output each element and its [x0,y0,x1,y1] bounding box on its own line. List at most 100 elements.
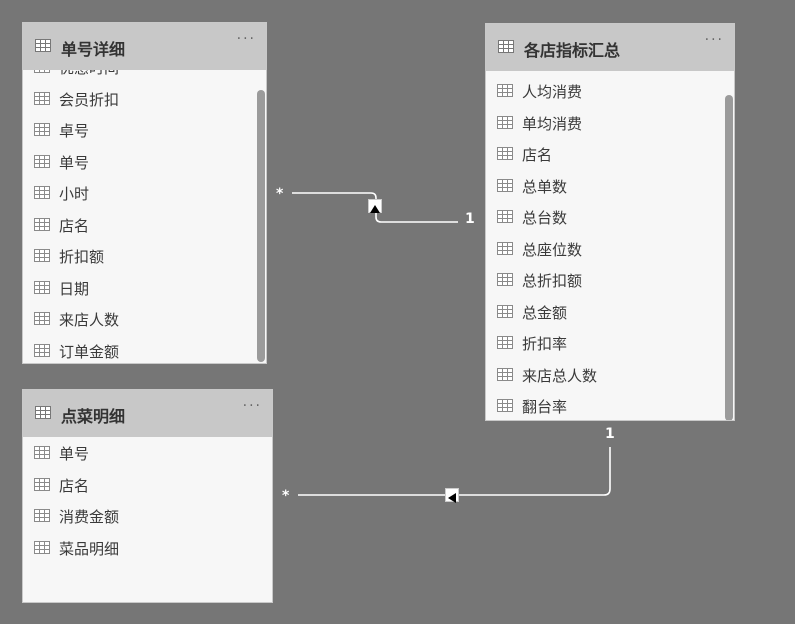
table-icon [498,40,514,53]
field-label: 店名 [59,216,90,235]
field-row[interactable]: 店名 [23,469,272,501]
field-label: 日期 [59,279,90,298]
field-label: 来店总人数 [522,366,598,385]
table-icon [34,186,50,199]
field-row[interactable]: 来店人数 [23,303,266,335]
triangle-up-icon [370,205,380,213]
table-icon [497,210,513,223]
table-title: 单号详细 [61,40,126,59]
field-row[interactable]: 卓号 [23,114,266,146]
field-label: 折扣率 [522,335,568,353]
field-row[interactable]: 折扣率 [486,327,734,359]
table-icon [497,178,513,192]
field-label: 来店人数 [59,311,120,329]
table-icon [35,406,51,419]
field-row[interactable]: 单均消费 [486,107,734,139]
table-title: 点菜明细 [61,407,126,426]
triangle-left-icon [448,493,456,503]
table-icon [497,367,513,381]
field-row[interactable]: 总座位数 [486,233,734,265]
table-icon [34,154,50,168]
relationship-line-dcmx-gdzbhz[interactable] [298,447,611,496]
field-label: 店名 [59,476,90,495]
table-icon [497,336,513,349]
field-row[interactable]: 总折扣额 [486,264,734,296]
field-row[interactable]: 菜品明细 [23,532,272,564]
table-header[interactable]: 点菜明细 ··· [23,390,272,437]
field-label: 折扣额 [59,248,105,266]
table-icon [34,217,50,231]
field-row[interactable]: 人均消费 [486,75,734,107]
field-row-partial[interactable]: 优惠时间 [23,70,266,83]
table-header[interactable]: 各店指标汇总 ··· [486,24,734,71]
field-label: 菜品明细 [59,539,120,558]
table-icon [34,249,50,262]
table-icon [34,446,50,459]
table-icon [497,304,513,318]
table-icon [34,509,50,522]
field-row[interactable]: 总单数 [486,170,734,202]
more-options-icon[interactable]: ··· [236,31,256,47]
field-label: 订单金额 [59,342,120,361]
filter-direction-arrow-left[interactable] [445,488,459,503]
table-icon [34,123,50,136]
field-label: 总金额 [522,303,568,322]
field-row[interactable]: 日期 [23,272,266,304]
field-label: 小时 [59,185,90,203]
field-row[interactable]: 店名 [23,209,266,241]
table-header[interactable]: 单号详细 ··· [23,23,266,70]
field-row[interactable]: 小时 [23,177,266,209]
field-row[interactable]: 店名 [486,138,734,170]
more-options-icon[interactable]: ··· [704,32,724,48]
table-title: 各店指标汇总 [524,41,621,60]
table-icon [34,312,50,325]
field-row[interactable]: 总台数 [486,201,734,233]
field-label: 总单数 [522,177,568,196]
table-icon [34,343,50,357]
field-label: 优惠时间 [59,70,119,78]
field-list[interactable]: 单号店名消费金额菜品明细 [23,437,272,602]
field-label: 单号 [59,445,90,463]
field-row[interactable]: 总金额 [486,296,734,328]
field-row[interactable]: 单号 [23,146,266,178]
field-row[interactable]: 消费金额 [23,500,272,532]
field-row[interactable]: 会员折扣 [23,83,266,115]
table-icon [34,477,50,491]
more-options-icon[interactable]: ··· [242,398,262,414]
table-icon [497,147,513,160]
table-card-gdzbhz[interactable]: 人均消费单均消费店名总单数总台数总座位数总折扣额总金额折扣率来店总人数翻台率 各… [485,23,735,421]
table-icon [497,115,513,129]
table-icon [497,273,513,286]
field-row[interactable]: 折扣额 [23,240,266,272]
cardinality-one-gdzbhz-b: 1 [605,426,615,442]
field-list[interactable]: 人均消费单均消费店名总单数总台数总座位数总折扣额总金额折扣率来店总人数翻台率 [486,71,734,420]
table-icon [497,84,513,97]
field-label: 总折扣额 [522,272,583,290]
table-icon [34,70,50,73]
table-icon [34,540,50,554]
field-row[interactable]: 来店总人数 [486,359,734,391]
field-label: 总座位数 [522,240,583,259]
field-label: 人均消费 [522,83,583,101]
field-row[interactable]: 单号 [23,437,272,469]
field-label: 会员折扣 [59,90,120,109]
filter-direction-arrow-up[interactable] [368,199,382,213]
scrollbar[interactable] [725,95,733,420]
field-label: 消费金额 [59,508,120,526]
field-label: 单均消费 [522,114,583,133]
field-label: 单号 [59,153,90,172]
cardinality-one-gdzbhz-a: 1 [465,211,475,227]
table-icon [497,399,513,412]
scrollbar[interactable] [257,90,265,362]
field-label: 总台数 [522,209,568,227]
field-label: 店名 [522,146,553,164]
field-row[interactable]: 订单金额 [23,335,266,364]
cardinality-many-dcmx: * [282,488,290,504]
table-icon [497,241,513,255]
field-row[interactable]: 翻台率 [486,390,734,420]
table-icon [35,39,51,52]
table-card-dcmx[interactable]: 单号店名消费金额菜品明细 点菜明细 ··· [22,389,273,603]
